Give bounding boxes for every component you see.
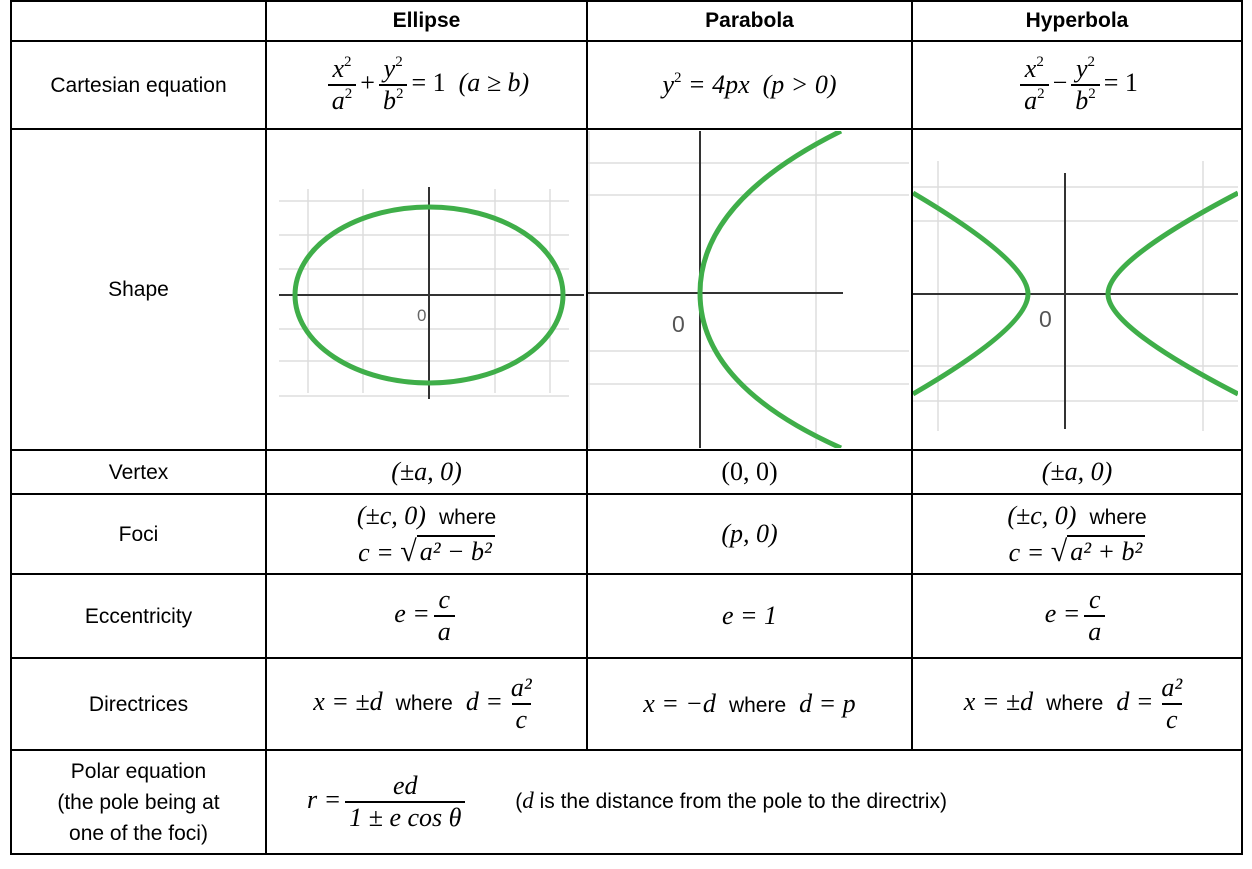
parabola-shape-cell: 0 [586,128,913,451]
eccentricity-label: Eccentricity [10,573,267,659]
directrices-label: Directrices [10,657,267,751]
hyperbola-right-branch [1105,190,1238,397]
hyperbola-left-branch [914,190,1031,397]
hyperbola-grid [914,161,1238,431]
header-ellipse: Ellipse [265,0,588,42]
vertex-label: Vertex [10,449,267,495]
polar-note: (d is the distance from the pole to the … [515,787,947,813]
polar-row: Polar equation (the pole being at one of… [10,749,1243,855]
parabola-graph: 0 [589,131,909,448]
ellipse-curve [292,204,566,386]
parabola-grid [589,131,909,448]
header-hyperbola: Hyperbola [911,0,1243,42]
polar-label: Polar equation (the pole being at one of… [10,749,267,855]
header-empty-cell [10,0,267,42]
hyperbola-shape-cell: 0 [911,128,1243,451]
parabola-directrices: x = −d where d = p [586,657,913,751]
ellipse-grid [279,189,569,397]
hyperbola-origin-label: 0 [1039,306,1052,332]
parabola-cartesian-equation: y2 = 4px (p > 0) [586,40,913,130]
ellipse-shape-cell: 0 [265,128,588,451]
hyperbola-vertex: (±a, 0) [911,449,1243,495]
parabola-foci: (p, 0) [586,493,913,575]
ellipse-foci: (±c, 0) where c = √a² − b² [265,493,588,575]
shape-label: Shape [10,128,267,451]
foci-row: Foci (±c, 0) where c = √a² − b² (p, 0) (… [10,493,1243,575]
parabola-eccentricity: e = 1 [586,573,913,659]
ellipse-graph: 0 [279,187,584,399]
parabola-origin-label: 0 [672,311,685,337]
parabola-vertex: (0, 0) [586,449,913,495]
foci-label: Foci [10,493,267,575]
vertex-row: Vertex (±a, 0) (0, 0) (±a, 0) [10,449,1243,495]
cartesian-label: Cartesian equation [10,40,267,130]
ellipse-origin-label: 0 [417,306,426,325]
header-row: Ellipse Parabola Hyperbola [10,0,1243,42]
conic-sections-table: Ellipse Parabola Hyperbola Cartesian equ… [10,0,1243,855]
parabola-curve [697,131,843,448]
shape-row: Shape 0 [10,128,1243,451]
hyperbola-foci: (±c, 0) where c = √a² + b² [911,493,1243,575]
header-parabola: Parabola [586,0,913,42]
ellipse-vertex: (±a, 0) [265,449,588,495]
hyperbola-graph: 0 [914,161,1238,431]
